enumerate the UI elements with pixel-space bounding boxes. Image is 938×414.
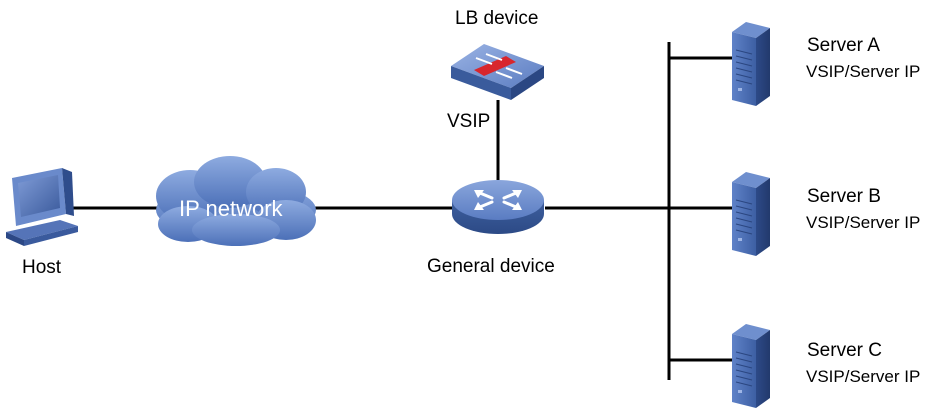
server-tower-icon [731,171,771,257]
desktop-computer-icon [6,168,78,246]
server-a-ip: VSIP/Server IP [806,62,920,81]
switch-icon [452,180,544,234]
host-label: Host [22,257,62,278]
server-a: Server A VSIP/Server IP [731,21,920,107]
lb-device-label: LB device [455,8,538,29]
server-b: Server B VSIP/Server IP [731,171,920,257]
cloud-icon [156,156,316,246]
server-c: Server C VSIP/Server IP [731,323,920,409]
load-balancer-icon [451,44,544,100]
server-c-ip: VSIP/Server IP [806,367,920,386]
server-b-ip: VSIP/Server IP [806,213,920,232]
server-tower-icon [731,21,771,107]
general-device-label: General device [427,256,555,277]
vsip-label: VSIP [447,111,490,132]
server-tower-icon [731,323,771,409]
server-b-name: Server B [807,186,881,207]
cloud-label: IP network [179,196,284,221]
server-c-name: Server C [807,340,882,361]
server-a-name: Server A [807,35,880,56]
